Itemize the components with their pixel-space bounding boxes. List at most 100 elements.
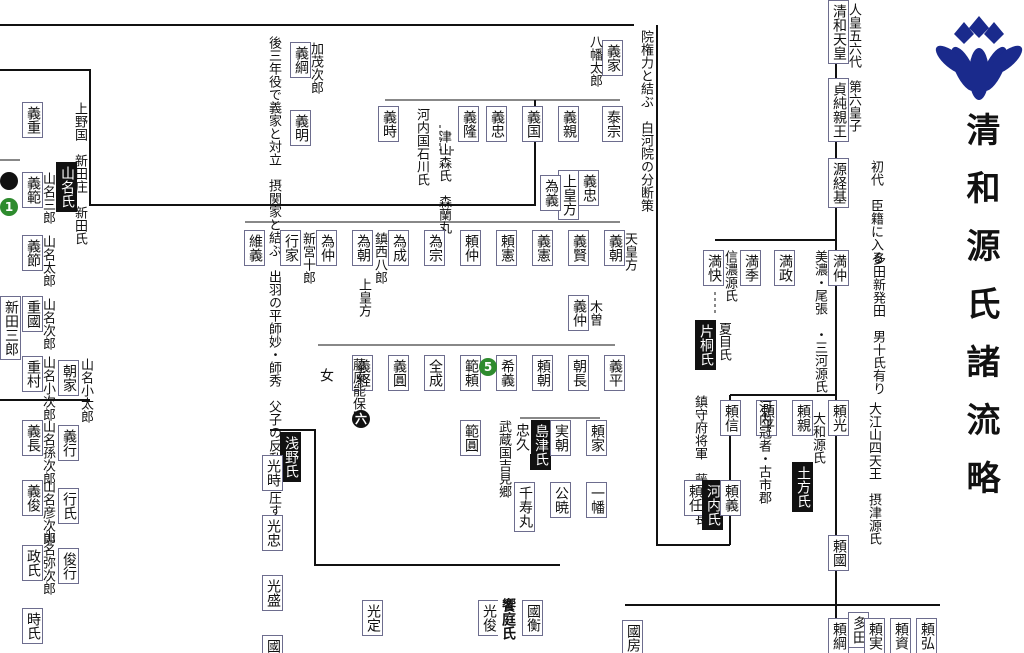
badge-kiyo: 饗庭氏	[498, 595, 517, 643]
mark-5: 5	[479, 358, 497, 376]
node-jokou-grp: 上皇方	[558, 170, 579, 220]
note-chinzei: 鎮西八郎	[372, 232, 387, 284]
note-mitsunaka: 多田新発田 男十氏有り	[870, 252, 885, 395]
badge-toki: 土方氏	[792, 462, 813, 512]
node-yoshitomo: 義朝	[604, 230, 625, 266]
note-yamana-yajiro: 山名弥次郎	[40, 530, 55, 595]
node-kunihira: 國衡	[522, 600, 543, 636]
node-yukiie: 行家	[280, 230, 301, 266]
node-yorizane: 頼実	[864, 618, 885, 653]
badge-yamana: 山名氏	[56, 162, 77, 212]
note-jokou2: 上皇方	[356, 278, 371, 317]
node-tamenaka: 為仲	[316, 230, 337, 266]
node-yoshihira: 義平	[604, 355, 625, 391]
node-zenjo: 全成	[424, 355, 445, 391]
node-yoshikuni: 義国	[522, 106, 543, 142]
note-kawachi-ishikawa: 河内国石川氏	[414, 108, 429, 186]
note-yoshiie: 院権力と結ぶ 白河院の分断策	[638, 30, 653, 212]
dashed-connector	[439, 125, 455, 151]
node-sadazumi: 貞純親王	[828, 78, 849, 142]
note-tennou: 天皇方	[622, 232, 637, 271]
note-mitsumasa: 美濃・尾張 ・三河源氏	[812, 250, 827, 393]
node-tametomo: 為朝	[352, 230, 373, 266]
node-mitsumasa: 満政	[774, 250, 795, 286]
badge-shimazu: 島津氏	[530, 420, 551, 470]
node-mareyoshi: 希義	[496, 355, 517, 391]
node-mitsusada: 光定	[362, 600, 383, 636]
node-yoshitada: 義忠	[486, 106, 507, 142]
note-seiwa: 人皇五六代	[846, 3, 861, 68]
node-yoshitoki: 義時	[378, 106, 399, 142]
node-yorihira: 頼平	[756, 400, 777, 436]
node-mitsunaka: 満仲	[828, 250, 849, 286]
note-tsunemoto: 初代 臣籍に入る	[868, 160, 883, 264]
node-mitsutada: 光忠	[262, 515, 283, 551]
node-yoshiyuki: 義行	[58, 425, 79, 461]
node-yoshikata: 義賢	[568, 230, 589, 266]
node-yoshishige: 義重	[22, 102, 43, 138]
note-yamana-hikojiro: 山名彦次郎	[40, 480, 55, 545]
node-kuni: 國	[262, 635, 283, 653]
note-hachiman: 八幡太郎	[587, 35, 602, 87]
note-yamana-jiro: 山名次郎	[40, 298, 55, 350]
note-yorichika: 大和源氏	[810, 412, 825, 464]
node-yoshitoshi: 義節	[22, 235, 43, 271]
node-kunifusa: 國房	[622, 620, 643, 653]
note-mitsuyoshi: 信濃源氏	[722, 250, 737, 302]
mark-1: 1	[0, 198, 18, 216]
node-seiwa: 清和天皇	[828, 0, 849, 64]
node-tsunemoto: 源経基	[828, 158, 849, 208]
node-yoshitoshi2: 義俊	[22, 480, 43, 516]
node-yorikuni: 頼國	[828, 535, 849, 571]
node-yorisuke: 頼資	[890, 618, 911, 653]
node-yoshitsuna: 義綱	[290, 42, 311, 78]
node-yoshinori2: 義範	[22, 172, 43, 208]
node-shigemura: 重村	[22, 356, 43, 392]
node-sanetomo: 実朝	[550, 420, 571, 456]
node-yasumune: 泰宗	[602, 106, 623, 142]
node-toshiyuki: 俊行	[58, 548, 79, 584]
node-mitsutoki: 光時	[262, 455, 283, 491]
asano-line	[270, 429, 560, 566]
note-yorimitsu: 大江山四天王 摂津源氏	[866, 402, 881, 545]
node-yorituna: 頼綱	[828, 618, 849, 653]
node-yoshiaki: 義明	[290, 110, 311, 146]
node-tomoie: 朝家	[58, 360, 79, 396]
note-yamana-kotaro: 山名小太郎	[78, 358, 93, 423]
node-yoriyoshi: 頼義	[720, 480, 741, 516]
node-tamesuna: 為義	[540, 175, 561, 211]
node-tomonaga: 朝長	[568, 355, 589, 391]
node-gien: 義圓	[388, 355, 409, 391]
note-tsuyama: 津山森氏 森蘭丸	[436, 130, 451, 234]
yoshikuni-line	[0, 69, 536, 206]
note-yamana-kojiro: 山名小次郎	[40, 356, 55, 421]
note-yorinobu: 河内冠者・古市郡	[756, 400, 771, 504]
note-kamo: 加茂次郎	[308, 42, 323, 94]
note-natsume: 夏目氏	[716, 322, 731, 361]
note-shingu: 新宮十郎	[300, 232, 315, 284]
node-norimaru: 範圓	[460, 420, 481, 456]
node-yorinori: 頼任	[684, 480, 705, 516]
badge-katagiri: 片桐氏	[695, 320, 716, 370]
node-tamemune: 為宗	[424, 230, 445, 266]
node-yukiuji: 行氏	[58, 488, 79, 524]
page-title: 清和源氏諸流略	[960, 112, 1000, 518]
node-yoshitada2: 義忠	[578, 170, 599, 206]
node-yoshiie: 義家	[602, 40, 623, 76]
yoshiie-line	[656, 25, 730, 546]
node-tadahisa: 忠久	[512, 420, 531, 454]
node-mitsumori: 光盛	[262, 575, 283, 611]
node-mitsumasa2: 満季	[740, 250, 761, 286]
note-fujiwara: 藤原能保室	[350, 358, 365, 423]
node-senjumaru: 千寿丸	[514, 482, 535, 532]
node-yoshinaka: 義仲	[568, 295, 589, 331]
node-yoshitaka: 義隆	[458, 106, 479, 142]
note-musashi: 武蔵国吉見郷	[496, 420, 511, 498]
node-yoshitsune: 義経	[352, 355, 373, 391]
node-tajima: 多田	[848, 612, 869, 648]
note-yamana-magojiro: 山名孫次郎	[40, 420, 55, 485]
note-yamana-taro: 山名太郎	[40, 235, 55, 287]
node-yorinaka: 頼仲	[460, 230, 481, 266]
node-masauji: 政氏	[22, 545, 43, 581]
